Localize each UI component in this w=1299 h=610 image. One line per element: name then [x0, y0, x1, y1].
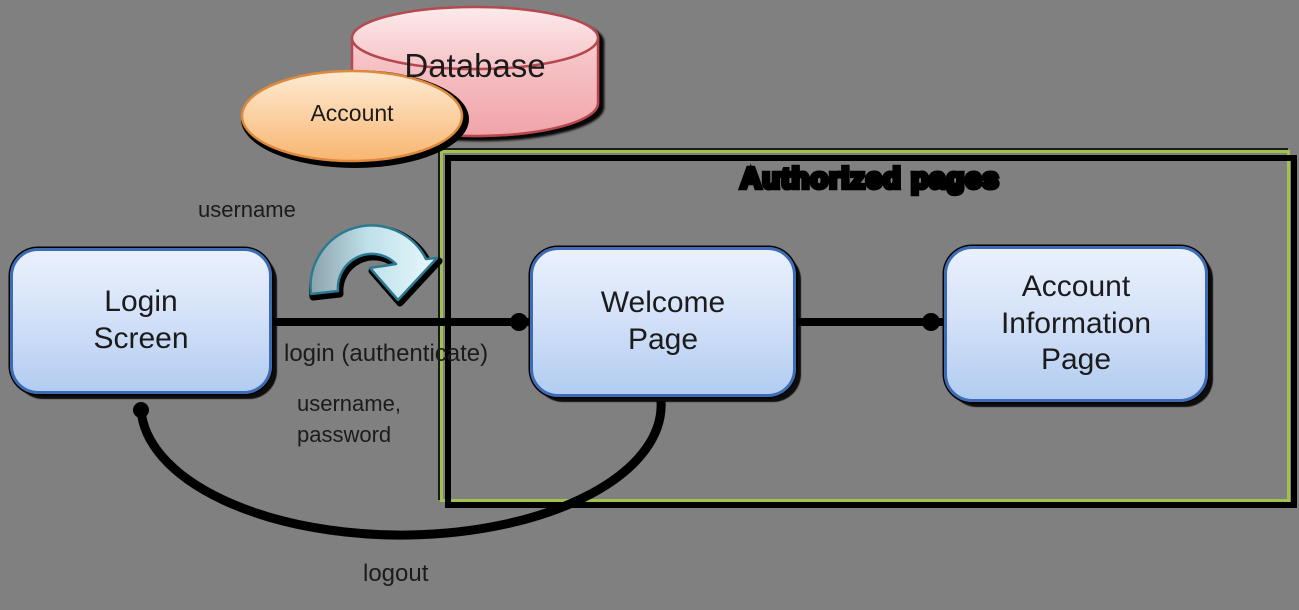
login-screen-node[interactable]: Login Screen	[10, 248, 272, 394]
authorized-pages-title: Authorized pages	[738, 161, 1001, 198]
welcome-page-label-line1: Welcome	[600, 286, 726, 320]
account-info-label-line1: Account	[1021, 270, 1131, 304]
account-label: Account	[310, 100, 394, 126]
login-screen-label-line1: Login	[104, 285, 178, 319]
welcome-account-connector[interactable]	[792, 313, 946, 331]
authorized-pages-group[interactable]	[445, 155, 1297, 508]
arch-arrow-body	[309, 224, 439, 302]
login-welcome-connector[interactable]	[268, 313, 532, 331]
connector-endpoint-dot	[922, 313, 940, 331]
connector-endpoint-dot	[510, 313, 528, 331]
account-entity[interactable]	[240, 69, 469, 168]
welcome-page-node[interactable]: Welcome Page	[530, 247, 796, 397]
account-entity-shape	[240, 69, 464, 163]
credentials-line1: username,	[297, 391, 401, 416]
logout-edge-label: logout	[363, 560, 429, 587]
username-edge-label: username	[198, 197, 296, 222]
credentials-line2: password	[297, 421, 392, 447]
curved-u-turn-arrow-icon[interactable]	[309, 224, 443, 307]
database-cylinder-top	[350, 5, 600, 71]
account-info-label-line2: Information	[1000, 306, 1152, 340]
login-screen-label-line2: Screen	[93, 322, 189, 355]
account-information-page-node[interactable]: Account Information Page	[944, 246, 1208, 402]
login-authenticate-label: login (authenticate)	[284, 340, 489, 367]
database-label: Database	[404, 47, 546, 84]
welcome-page-label-line2: Page	[627, 323, 699, 356]
connector-endpoint-dot	[133, 402, 149, 418]
logout-curve[interactable]	[133, 400, 666, 540]
credentials-label: username, password	[297, 389, 457, 451]
account-info-label-line3: Page	[1040, 343, 1112, 377]
